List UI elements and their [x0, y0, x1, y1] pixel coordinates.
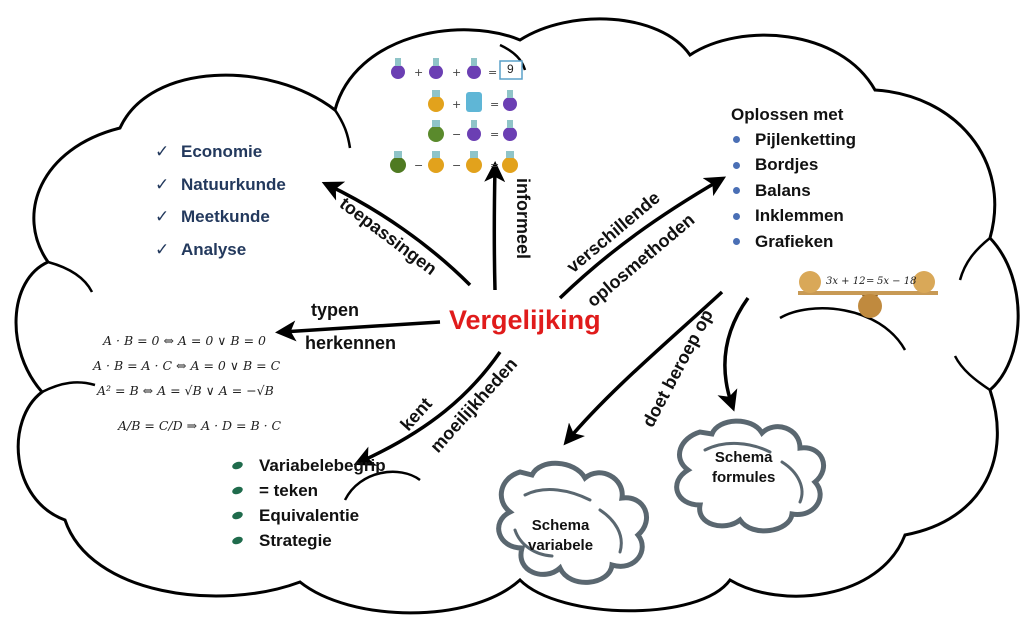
- application-item: ✓Analyse: [155, 239, 247, 259]
- difficulty-item: = teken: [231, 478, 386, 503]
- difficulties-list: Variabelebegrip = teken Equivalentie Str…: [231, 453, 386, 553]
- balance-left-expr: 3x + 12: [826, 276, 866, 287]
- schema-variabele-icon: [496, 460, 650, 585]
- equation-type-4: A/B = C/D ⇒ A · D = B · C: [118, 418, 282, 433]
- leaf-bullet-icon: [231, 485, 244, 496]
- applications-list: ✓Economie ✓Natuurkunde ✓Meetkunde ✓Analy…: [155, 136, 286, 266]
- schema-formules-label: Schema formules: [712, 449, 776, 486]
- svg-text:+: +: [452, 66, 461, 79]
- leaf-bullet-icon: [231, 510, 244, 521]
- equation-type-1: A · B = 0 ⇔ A = 0 ∨ B = 0: [103, 333, 266, 348]
- method-item: Balans: [733, 178, 856, 204]
- center-title: Vergelijking: [449, 305, 601, 335]
- methods-list: Pijlenketting Bordjes Balans Inklemmen G…: [733, 127, 856, 255]
- svg-text:−: −: [452, 128, 461, 141]
- svg-text:=: =: [488, 66, 497, 79]
- bullet-icon: [733, 212, 740, 220]
- method-item: Bordjes: [733, 153, 856, 179]
- checkmark-icon: ✓: [155, 174, 170, 194]
- schema-variabele-label: Schema variabele: [528, 517, 594, 554]
- svg-text:−: −: [452, 159, 461, 172]
- application-item: ✓Economie: [155, 142, 263, 162]
- balance-right-expr: 5x − 18: [877, 276, 917, 287]
- checkmark-icon: ✓: [155, 207, 170, 227]
- arrow-schema-formules: [717, 296, 750, 412]
- edge-label-informeel: informeel: [513, 177, 534, 260]
- balance-icon: [798, 271, 938, 318]
- arrow-moeilijkheden: [353, 350, 502, 466]
- bullet-icon: [733, 136, 740, 144]
- arrow-typen: [275, 320, 441, 342]
- svg-text:=: =: [490, 98, 499, 111]
- difficulty-item: Equivalentie: [231, 503, 386, 528]
- bullet-icon: [733, 187, 740, 195]
- arrow-informeel: [484, 161, 506, 291]
- balance-equals: =: [866, 276, 875, 287]
- method-item: Pijlenketting: [733, 127, 856, 153]
- svg-text:=: =: [490, 128, 499, 141]
- edge-label-typen: typen: [311, 300, 360, 320]
- leaf-bullet-icon: [231, 535, 244, 546]
- equation-type-3: A² = B ⇔ A = √B ∨ A = −√B: [97, 383, 274, 398]
- edge-label-herkennen: herkennen: [305, 333, 397, 353]
- checkmark-icon: ✓: [155, 142, 170, 162]
- svg-text:+: +: [414, 66, 423, 79]
- svg-text:−: −: [414, 159, 423, 172]
- equation-type-2: A · B = A · C ⇔ A = 0 ∨ B = C: [93, 358, 281, 373]
- leaf-bullet-icon: [231, 460, 244, 471]
- methods-title: Oplossen met: [731, 105, 844, 124]
- schema-formules-icon: [674, 418, 827, 534]
- arrow-toepassingen: [321, 181, 472, 287]
- bullet-icon: [733, 161, 740, 169]
- svg-text:=: =: [490, 159, 499, 172]
- application-item: ✓Natuurkunde: [155, 174, 286, 194]
- puzzle-answer: 9: [507, 62, 514, 76]
- svg-text:+: +: [452, 98, 461, 111]
- difficulty-item: Variabelebegrip: [231, 453, 386, 478]
- checkmark-icon: ✓: [155, 239, 170, 259]
- method-item: Inklemmen: [733, 204, 856, 230]
- arrow-schema-variabele: [563, 290, 724, 446]
- method-item: Grafieken: [733, 229, 856, 255]
- application-item: ✓Meetkunde: [155, 207, 270, 227]
- cloud-outline: [14, 17, 1020, 615]
- bullet-icon: [733, 238, 740, 246]
- potion-puzzle: + + = + = − = − − =: [390, 58, 523, 173]
- arrow-oplosmethoden: [558, 176, 727, 300]
- difficulty-item: Strategie: [231, 528, 386, 553]
